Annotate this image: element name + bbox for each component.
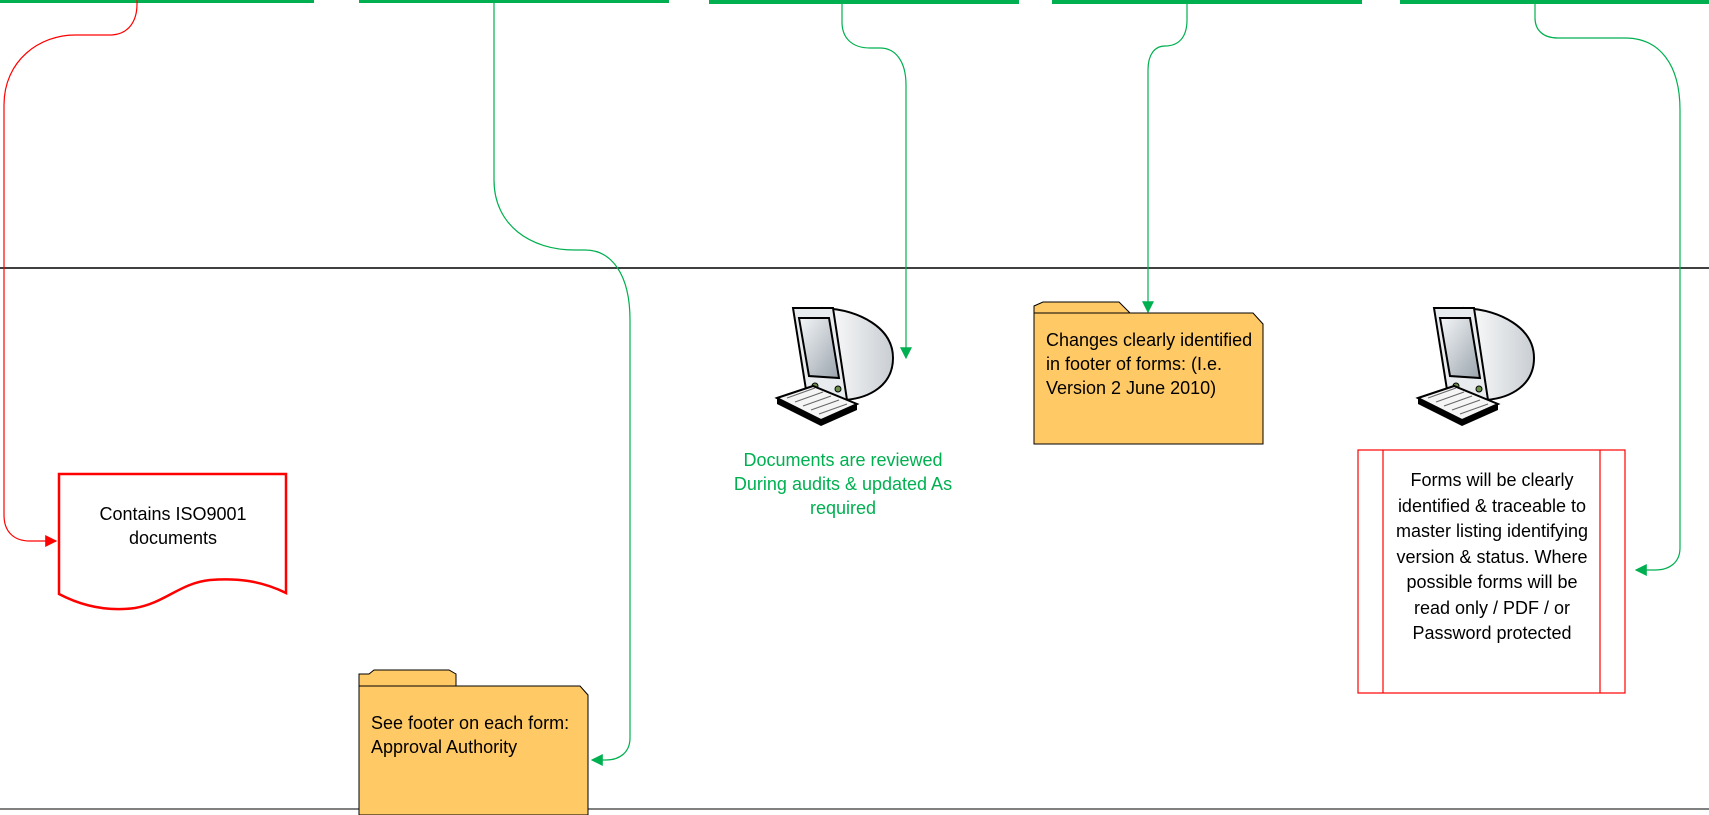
approval-footer-text: See footer on each form: Approval Author… bbox=[371, 713, 570, 757]
review-audits-text: Documents are reviewed During audits & u… bbox=[733, 450, 953, 518]
folder-icon bbox=[1033, 301, 1132, 314]
header-bar bbox=[0, 0, 314, 3]
header-bar bbox=[1400, 0, 1709, 4]
connector-approval bbox=[493, 3, 631, 766]
document-shape bbox=[57, 472, 288, 611]
computer-icon bbox=[776, 307, 894, 427]
forms-traceable-text: Forms will be clearly identified & trace… bbox=[1395, 470, 1589, 643]
computer-icon bbox=[1417, 307, 1535, 427]
changes-footer-text: Changes clearly identified in footer of … bbox=[1046, 330, 1253, 398]
folder-icon bbox=[1033, 312, 1264, 445]
header-bar bbox=[1052, 0, 1362, 4]
folder-icon bbox=[358, 685, 589, 815]
header-bar bbox=[359, 0, 669, 3]
header-bar bbox=[709, 0, 1019, 4]
connector-forms bbox=[1534, 4, 1681, 576]
connector-review bbox=[841, 4, 912, 360]
connector-iso bbox=[3, 0, 138, 547]
forms-box bbox=[1357, 449, 1626, 694]
connector-changes bbox=[1142, 4, 1188, 314]
folder-icon bbox=[358, 669, 457, 687]
iso-documents-text: Contains ISO9001 documents bbox=[99, 504, 247, 548]
